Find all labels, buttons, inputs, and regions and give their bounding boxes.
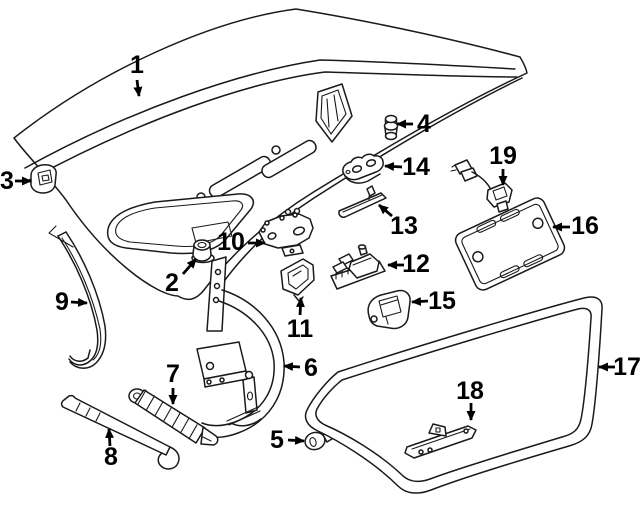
- callout-label-13[interactable]: 13: [390, 212, 418, 240]
- callout-label-14[interactable]: 14: [402, 153, 430, 181]
- callout-label-18[interactable]: 18: [456, 377, 484, 405]
- part-1-trunk-lid-panel: [13, 8, 528, 301]
- callout-label-11[interactable]: 11: [287, 315, 314, 343]
- callout-label-7[interactable]: 7: [166, 360, 180, 388]
- part-14-bracket: [342, 153, 384, 184]
- callout-label-2[interactable]: 2: [165, 269, 179, 297]
- part-6-hinge-arm: [196, 256, 285, 438]
- part-8-torsion-bar: [60, 394, 180, 470]
- callout-arrow-8: [105, 428, 115, 447]
- callout-arrow-1: [133, 79, 143, 97]
- part-4-bumper-stud: [383, 114, 399, 141]
- part-15-housing: [367, 289, 411, 330]
- callout-label-12[interactable]: 12: [402, 250, 430, 278]
- callout-arrow-13: [378, 203, 393, 218]
- callout-label-17[interactable]: 17: [613, 353, 640, 381]
- part-2-grommet: [191, 239, 215, 264]
- callout-label-6[interactable]: 6: [304, 354, 318, 382]
- callout-arrow-14: [384, 162, 403, 172]
- callout-label-8[interactable]: 8: [104, 443, 118, 471]
- callout-label-15[interactable]: 15: [428, 287, 456, 315]
- callout-label-10[interactable]: 10: [217, 228, 245, 256]
- part-19-sensor-with-harness: [450, 159, 513, 213]
- callout-label-19[interactable]: 19: [489, 142, 517, 170]
- callout-arrow-15: [411, 296, 429, 306]
- callout-arrow-11: [295, 297, 305, 316]
- callout-arrow-5: [287, 435, 305, 445]
- callout-arrow-6: [283, 362, 301, 372]
- callout-label-9[interactable]: 9: [55, 288, 69, 316]
- callout-arrow-2: [181, 258, 198, 275]
- callout-label-4[interactable]: 4: [417, 110, 431, 138]
- part-10-latch: [258, 207, 314, 257]
- callout-label-16[interactable]: 16: [571, 212, 599, 240]
- part-16-license-plate-bracket: [454, 197, 566, 291]
- callout-label-3[interactable]: 3: [0, 167, 14, 195]
- callout-label-5[interactable]: 5: [270, 426, 284, 454]
- part-7-spring: [128, 388, 219, 446]
- part-3-rubber-bumper: [30, 164, 57, 194]
- part-17-weatherstrip-seal: [304, 296, 603, 494]
- callout-arrow-9: [70, 297, 88, 307]
- part-9-gutter-channel: [57, 231, 107, 369]
- callout-label-1[interactable]: 1: [130, 51, 144, 79]
- part-18-sill-bracket: [404, 423, 477, 459]
- part-13-lens-strip: [338, 185, 387, 218]
- part-12-license-lamp: [330, 244, 386, 290]
